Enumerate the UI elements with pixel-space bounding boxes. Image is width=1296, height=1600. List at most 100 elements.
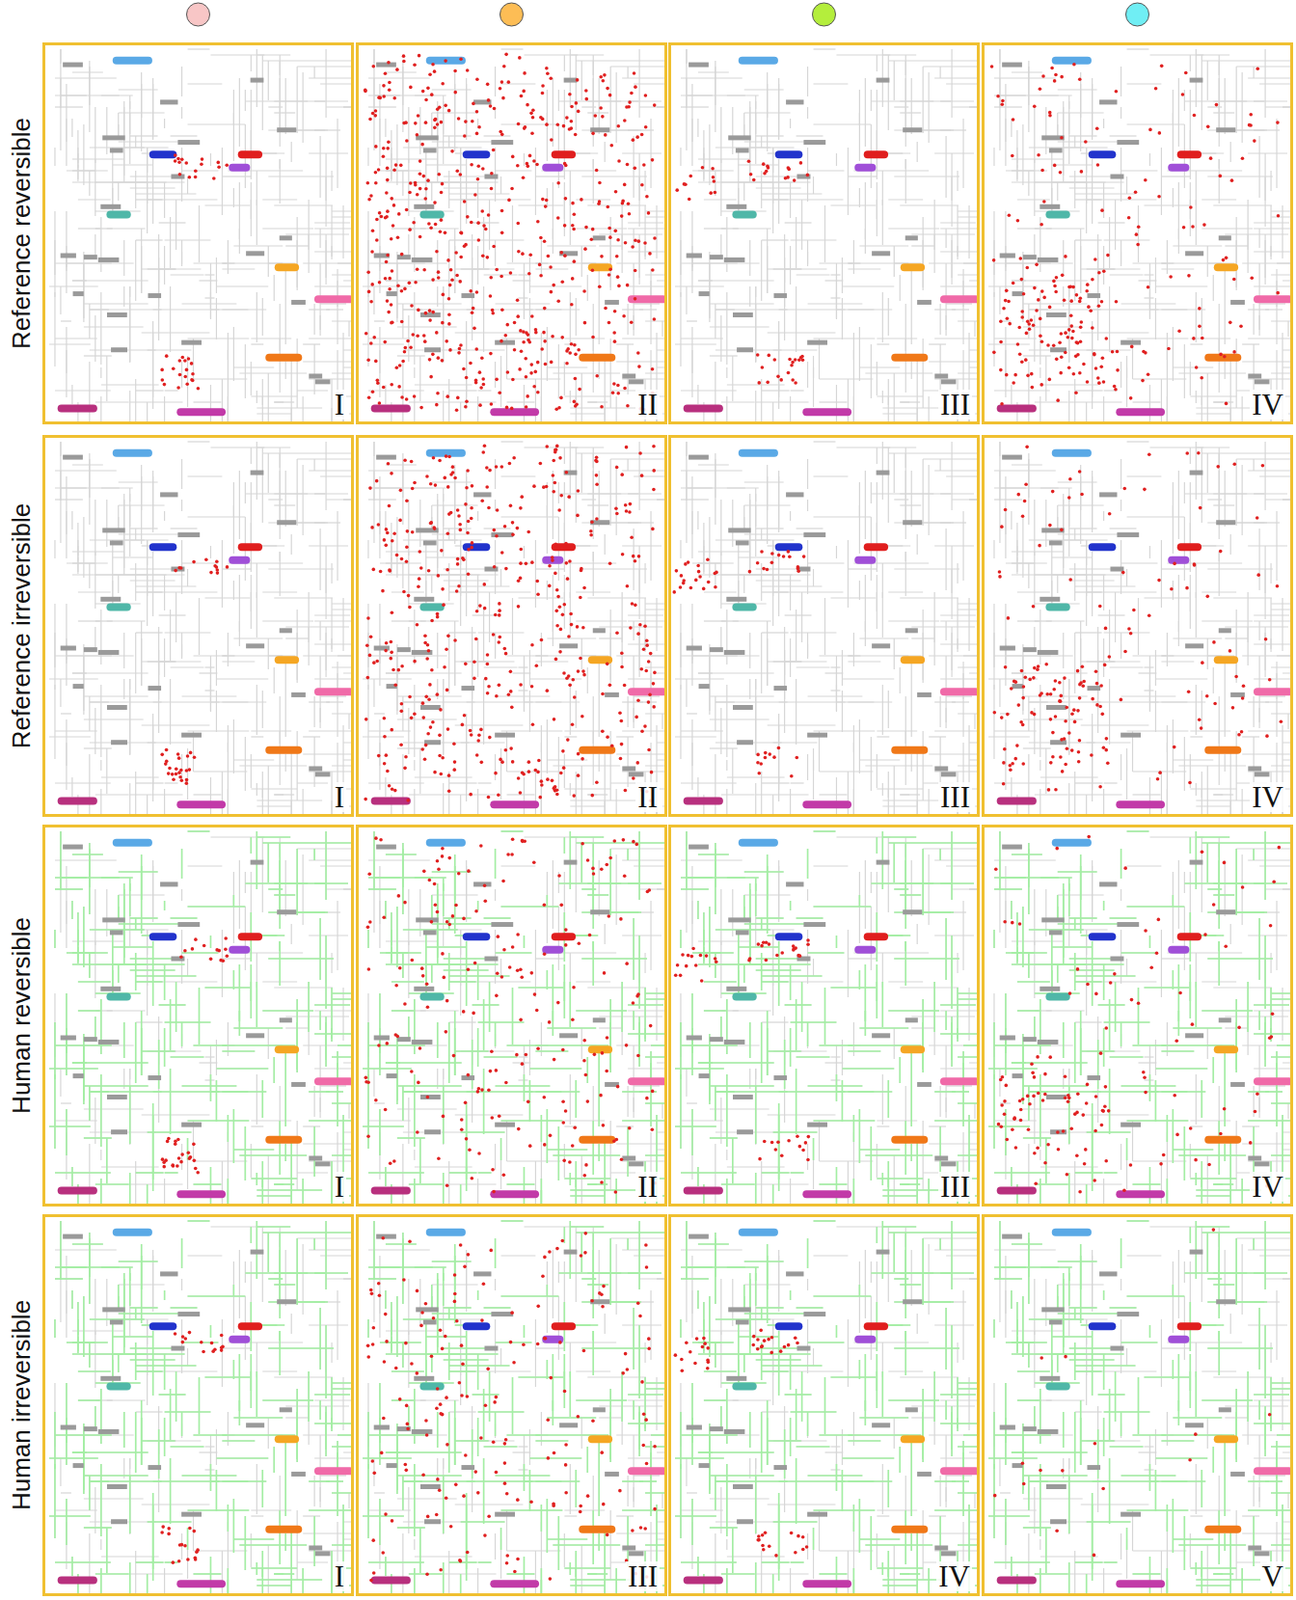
- flux-dot: [390, 269, 395, 273]
- flux-dot: [481, 254, 486, 259]
- flux-dot: [559, 250, 564, 255]
- flux-dot: [489, 402, 494, 406]
- flux-dot: [371, 389, 376, 394]
- pathway-pill: [940, 295, 977, 303]
- pathway-line: [720, 234, 722, 256]
- pathway-line: [325, 106, 351, 108]
- pathway-line: [755, 112, 756, 164]
- flux-dot: [511, 378, 515, 382]
- pathway-line: [779, 308, 846, 310]
- pathway-line: [940, 66, 942, 79]
- flux-dot: [463, 405, 468, 409]
- pathway-line: [297, 240, 298, 288]
- flux-dot: [481, 377, 486, 381]
- pathway-line: [494, 240, 496, 265]
- pathway-line: [465, 78, 467, 140]
- flux-dot: [564, 196, 568, 201]
- pathway-line: [830, 297, 840, 298]
- pathway-line: [204, 204, 250, 206]
- flux-dot: [532, 159, 537, 163]
- pathway-line: [598, 233, 663, 235]
- pathway-line: [100, 367, 102, 378]
- flux-dot: [429, 375, 433, 379]
- flux-dot: [367, 395, 372, 400]
- pathway-line: [130, 401, 184, 403]
- pathway-line: [1045, 355, 1047, 402]
- pathway-line: [691, 83, 693, 142]
- flux-dot: [434, 330, 439, 335]
- pathway-line: [1086, 198, 1158, 200]
- pathway-line: [221, 147, 223, 216]
- pathway-line: [744, 140, 808, 142]
- pathway-tag: [291, 299, 306, 305]
- flux-dot: [476, 238, 481, 243]
- pathway-line: [403, 308, 476, 310]
- pathway-line: [691, 211, 693, 268]
- flux-dot: [548, 76, 553, 81]
- pathway-line: [495, 169, 533, 171]
- pathway-line: [1230, 355, 1232, 422]
- pathway-line: [308, 234, 310, 273]
- pathway-line: [71, 384, 73, 405]
- flux-dot: [470, 119, 475, 124]
- flux-dot: [801, 357, 806, 362]
- pathway-line: [442, 95, 444, 109]
- flux-dot: [793, 357, 798, 362]
- pathway-line: [575, 297, 577, 336]
- flux-dot: [504, 53, 509, 57]
- pathway-line: [291, 355, 293, 422]
- pathway-line: [221, 268, 255, 270]
- pathway-line: [465, 159, 467, 224]
- pathway-line: [129, 112, 131, 164]
- pathway-line: [460, 198, 532, 200]
- pathway-line: [714, 361, 716, 422]
- pathway-line: [743, 112, 745, 138]
- pathway-line: [610, 338, 612, 408]
- flux-dot: [515, 221, 520, 226]
- flux-dot: [650, 367, 655, 372]
- pathway-tag: [621, 373, 636, 378]
- flux-dot: [385, 209, 390, 214]
- flux-dot: [608, 93, 613, 98]
- pathway-line: [449, 239, 477, 241]
- map-ground: [671, 45, 977, 422]
- pathway-line: [1282, 279, 1291, 281]
- pathway-line: [78, 198, 111, 200]
- flux-dot: [572, 343, 577, 348]
- pathway-line: [698, 71, 729, 73]
- flux-dot: [383, 276, 388, 281]
- pathway-line: [495, 302, 551, 304]
- pathway-line: [928, 343, 946, 345]
- pathway-line: [587, 111, 609, 113]
- pathway-line: [569, 54, 604, 55]
- pathway-line: [1127, 48, 1150, 50]
- pathway-line: [204, 273, 215, 275]
- flux-dot: [478, 370, 483, 375]
- pathway-line: [993, 240, 995, 297]
- flux-dot: [527, 340, 532, 345]
- pathway-line: [302, 72, 304, 143]
- pathway-line: [988, 285, 1038, 287]
- pathway-line: [680, 337, 724, 339]
- pathway-line: [686, 320, 698, 322]
- pathway-line: [256, 406, 323, 408]
- flux-dot: [540, 347, 544, 351]
- flux-dot: [563, 162, 567, 166]
- pathway-line: [708, 251, 710, 323]
- flux-dot: [385, 298, 390, 303]
- flux-dot: [428, 72, 432, 77]
- pathway-tag: [785, 99, 804, 105]
- pathway-tag: [107, 312, 128, 318]
- pathway-line: [1069, 187, 1115, 189]
- pathway-line: [1114, 199, 1116, 250]
- pathway-line: [950, 153, 952, 227]
- flux-dot: [372, 335, 377, 340]
- pathway-line: [950, 234, 952, 278]
- pathway-line: [49, 343, 91, 345]
- pathway-line: [813, 123, 872, 125]
- flux-dot: [629, 91, 634, 96]
- pathway-line: [159, 221, 187, 223]
- pathway-line: [1126, 355, 1128, 378]
- pathway-line: [268, 175, 334, 177]
- pathway-line: [465, 321, 467, 392]
